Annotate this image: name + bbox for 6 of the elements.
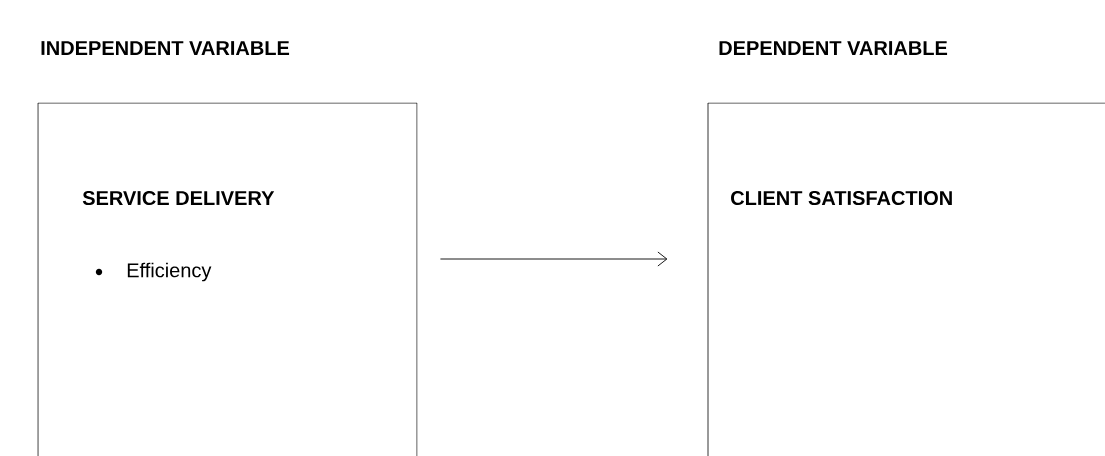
box-heading: SERVICE DELIVERY	[82, 190, 275, 206]
heading: DEPENDENT VARIABLE	[719, 41, 948, 55]
box-heading: CLIENT SATISFACTION	[731, 190, 952, 206]
arrow	[439, 251, 668, 267]
bullet-item: Efficiency	[127, 262, 212, 282]
heading: INDEPENDENT VARIABLE	[41, 41, 290, 55]
